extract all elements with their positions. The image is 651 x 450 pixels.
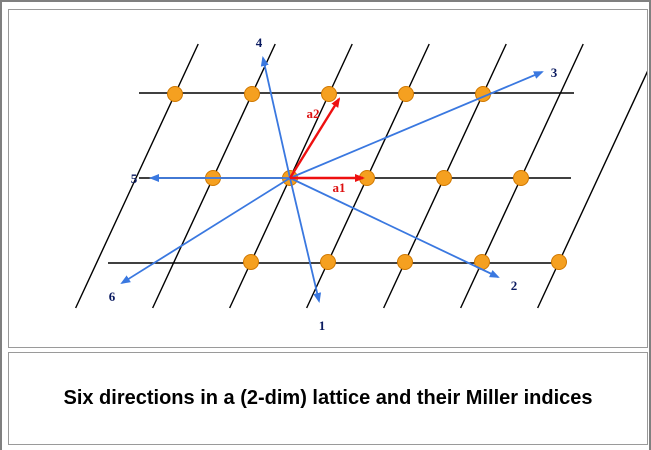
direction-arrow-3 bbox=[289, 71, 544, 179]
lattice-point bbox=[398, 86, 414, 102]
lattice-diagram: 1 2 3 4 5 6 a1 a2 bbox=[75, 35, 647, 333]
frame-right-edge bbox=[649, 0, 651, 450]
basis-vectors bbox=[288, 97, 365, 182]
direction-arrow-6 bbox=[120, 177, 291, 285]
frame-left-edge bbox=[0, 0, 2, 450]
lattice-point bbox=[244, 86, 260, 102]
lattice-point bbox=[243, 254, 259, 270]
direction-label-6: 6 bbox=[109, 289, 116, 304]
lattice-point bbox=[513, 170, 529, 186]
direction-label-4: 4 bbox=[256, 35, 263, 50]
frame-top-edge bbox=[0, 0, 651, 2]
diagram-labels: 1 2 3 4 5 6 a1 a2 bbox=[109, 35, 558, 333]
direction-arrow-2 bbox=[289, 177, 500, 278]
direction-label-2: 2 bbox=[511, 278, 518, 293]
lattice-point bbox=[551, 254, 567, 270]
lattice-point bbox=[436, 170, 452, 186]
direction-label-1: 1 bbox=[319, 318, 326, 333]
caption-cell: Six directions in a (2-dim) lattice and … bbox=[8, 352, 648, 445]
direction-label-3: 3 bbox=[551, 65, 558, 80]
lattice-point bbox=[320, 254, 336, 270]
lattice-point bbox=[167, 86, 183, 102]
basis-label-a2: a2 bbox=[307, 106, 320, 121]
figure-caption: Six directions in a (2-dim) lattice and … bbox=[63, 387, 593, 409]
basis-vector-a2 bbox=[288, 97, 341, 179]
figure-cell: 1 2 3 4 5 6 a1 a2 bbox=[8, 9, 648, 348]
lattice-point bbox=[397, 254, 413, 270]
direction-label-5: 5 bbox=[131, 171, 138, 186]
lattice-points bbox=[167, 86, 567, 270]
lattice-slant-line bbox=[537, 70, 647, 309]
basis-label-a1: a1 bbox=[333, 180, 346, 195]
direction-arrow-1 bbox=[289, 177, 322, 303]
direction-arrow-4 bbox=[260, 56, 291, 179]
lattice-point bbox=[321, 86, 337, 102]
direction-arrows bbox=[120, 56, 544, 303]
